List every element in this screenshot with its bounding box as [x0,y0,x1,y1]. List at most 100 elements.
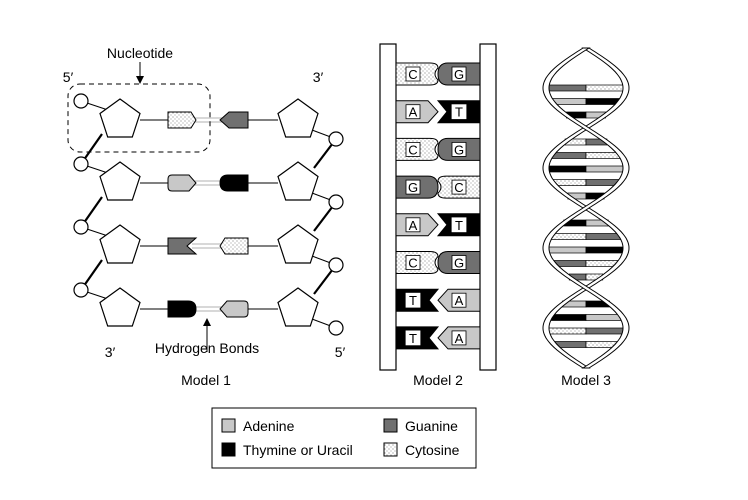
model-3-title: Model 3 [561,372,611,388]
legend-swatch-cytosine [383,442,398,457]
model-1-bases [167,111,249,318]
base-letter: C [408,256,417,271]
left-sugar [99,287,141,327]
legend: Adenine Guanine Thymine or Uracil Cytosi… [211,407,477,469]
helix-base-bar [585,84,627,92]
adenine-base [219,300,249,318]
five-prime-top-label: 5′ [63,69,74,85]
base-letter-box [405,255,421,270]
base-letter-box [405,104,421,120]
base-letter: G [408,180,418,195]
right-phosphate [328,320,344,336]
right-sugar [277,224,319,264]
left-phosphate [73,156,89,172]
helix-base-bar [545,246,587,254]
right-sugar [277,161,319,201]
helix-base-bar [545,327,587,335]
model-2-right-rail [479,43,497,371]
base-letter-box [405,141,421,157]
helix-base-bar [585,233,623,240]
base-letter-box [451,217,467,233]
right-phosphate [328,257,344,273]
nucleotide-dashed-box [67,83,211,153]
helix-base-bar [585,314,623,321]
legend-swatch-thymine [221,442,236,457]
five-prime-bottom-label: 5′ [335,344,346,360]
model-2-title: Model 2 [413,372,463,388]
right-phosphate [328,131,344,147]
left-sugar [99,98,141,138]
legend-swatch-guanine [383,418,398,433]
helix-base-bar [585,246,627,254]
legend-label-cytosine: Cytosine [405,442,460,458]
right-sugar [277,287,319,327]
guanine-base [219,111,249,129]
base-letter: C [454,180,463,195]
legend-label-adenine: Adenine [243,418,295,434]
base-letter-box [451,141,467,157]
base-letter-box [405,217,421,233]
base-letter: T [409,293,417,308]
right-phosphate [328,194,344,210]
base-letter: A [455,331,464,346]
model-3-base-pairs [545,84,627,348]
base-letter-box [451,104,467,120]
legend-box [211,407,477,469]
base-letter: T [455,218,463,233]
left-sugar [99,224,141,264]
three-prime-top-label: 3′ [313,69,324,85]
helix-base-bar [585,327,627,335]
base-letter-box [451,255,467,270]
base-letter-box [451,179,467,195]
thymine-base [167,300,197,318]
nucleotide-arrowhead [136,76,144,84]
model-1-title: Model 1 [181,372,231,388]
legend-label-guanine: Guanine [405,418,458,434]
base-letter: C [408,67,417,82]
base-letter: T [409,331,417,346]
base-letter: G [454,256,464,271]
left-phosphate [73,282,89,298]
base-letter-box [451,292,467,308]
base-letter-box [405,179,421,195]
helix-base-bar [545,84,587,92]
adenine-base [167,174,197,192]
legend-label-thymine: Thymine or Uracil [243,442,353,458]
helix-backbone-strand [542,47,630,369]
base-letter-box [405,66,421,82]
left-phosphate [73,93,89,109]
base-letter-box [451,66,467,82]
base-letter: T [455,105,463,120]
base-letter: G [454,142,464,157]
model-3-backbone-ribbons [542,47,630,369]
base-letter: C [408,142,417,157]
helix-base-bar [549,314,587,321]
cytosine-base [167,111,197,129]
hydrogen-bonds-label: Hydrogen Bonds [155,340,259,356]
helix-base-bar [545,165,587,173]
base-letter-box [451,330,467,346]
model-1-backbone [73,93,344,336]
right-sugar [277,98,319,138]
base-letter: G [454,67,464,82]
helix-base-bar [549,233,587,240]
base-letter-box [405,330,421,346]
guanine-base [167,237,198,255]
model-3-helix: Model 3 [542,47,630,388]
three-prime-bottom-label: 3′ [105,344,116,360]
base-letter-box [405,292,421,308]
model-2-left-rail [379,43,397,371]
hydrogen-bonds-arrowhead [203,318,211,326]
thymine-base [219,174,249,192]
helix-base-bar [585,165,627,173]
nucleotide-label: Nucleotide [107,45,173,61]
left-phosphate [73,219,89,235]
cytosine-base [219,237,249,255]
model-1-diagram: Nucleotide 5′ 3′ 3′ 5′ Hydrogen Bonds Mo… [63,45,346,388]
base-letter: A [409,105,418,120]
legend-swatch-adenine [221,418,236,433]
